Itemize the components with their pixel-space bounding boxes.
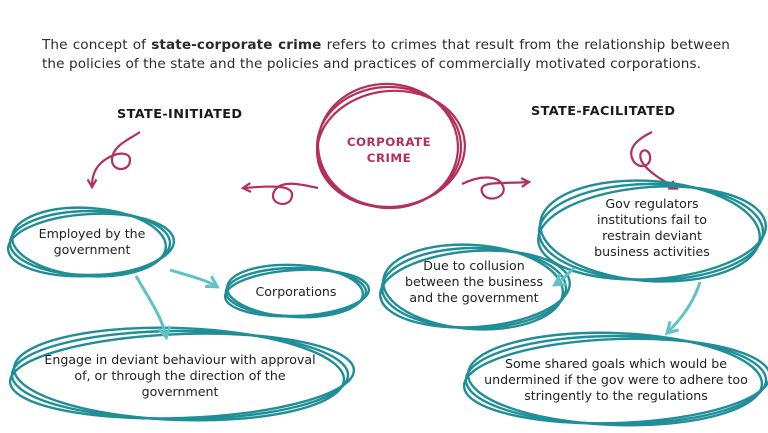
engage-bubble	[8, 326, 356, 422]
corporate-crime-circle	[315, 82, 466, 210]
loop-arrow-right-icon	[461, 176, 532, 200]
intro-prefix: The concept of	[42, 36, 152, 53]
corporations-label: Corporations	[255, 284, 337, 299]
corporations-bubble	[223, 263, 371, 319]
regulators-bubble	[537, 179, 767, 283]
arrow-employed-to-corporations-icon	[169, 268, 220, 289]
corporate-crime-line1: CORPORATE	[346, 135, 432, 149]
arrow-regulators-to-collusion-icon	[552, 266, 576, 287]
state-initiated-heading: STATE-INITIATED	[117, 107, 243, 122]
intro-term: state-corporate crime	[151, 36, 322, 53]
employed-label: Employed by the government	[38, 226, 146, 257]
employed-bubble	[6, 206, 176, 278]
collusion-bubble	[378, 243, 572, 331]
intro-suffix: refers to crimes that result from the re…	[42, 36, 730, 72]
regulators-label: Gov regulators institutions fail to rest…	[594, 196, 710, 259]
swirl-arrow-state-facilitated-icon	[630, 131, 679, 190]
goals-label: Some shared goals which would be undermi…	[484, 356, 748, 403]
collusion-label: Due to collusion between the business an…	[404, 258, 544, 305]
arrow-regulators-to-goals-icon	[664, 281, 702, 336]
swirl-arrow-state-initiated-icon	[86, 131, 141, 190]
intro-paragraph: The concept of state-corporate crime ref…	[42, 36, 730, 74]
corporate-crime-line2: CRIME	[366, 151, 412, 165]
goals-bubble	[462, 331, 768, 427]
corporate-crime-title: CORPORATE CRIME	[334, 134, 444, 166]
arrow-employed-to-engage-icon	[134, 275, 172, 341]
loop-arrow-left-icon	[240, 182, 319, 206]
engage-label: Engage in deviant behaviour with approva…	[44, 352, 316, 399]
state-facilitated-heading: STATE-FACILITATED	[531, 104, 676, 119]
